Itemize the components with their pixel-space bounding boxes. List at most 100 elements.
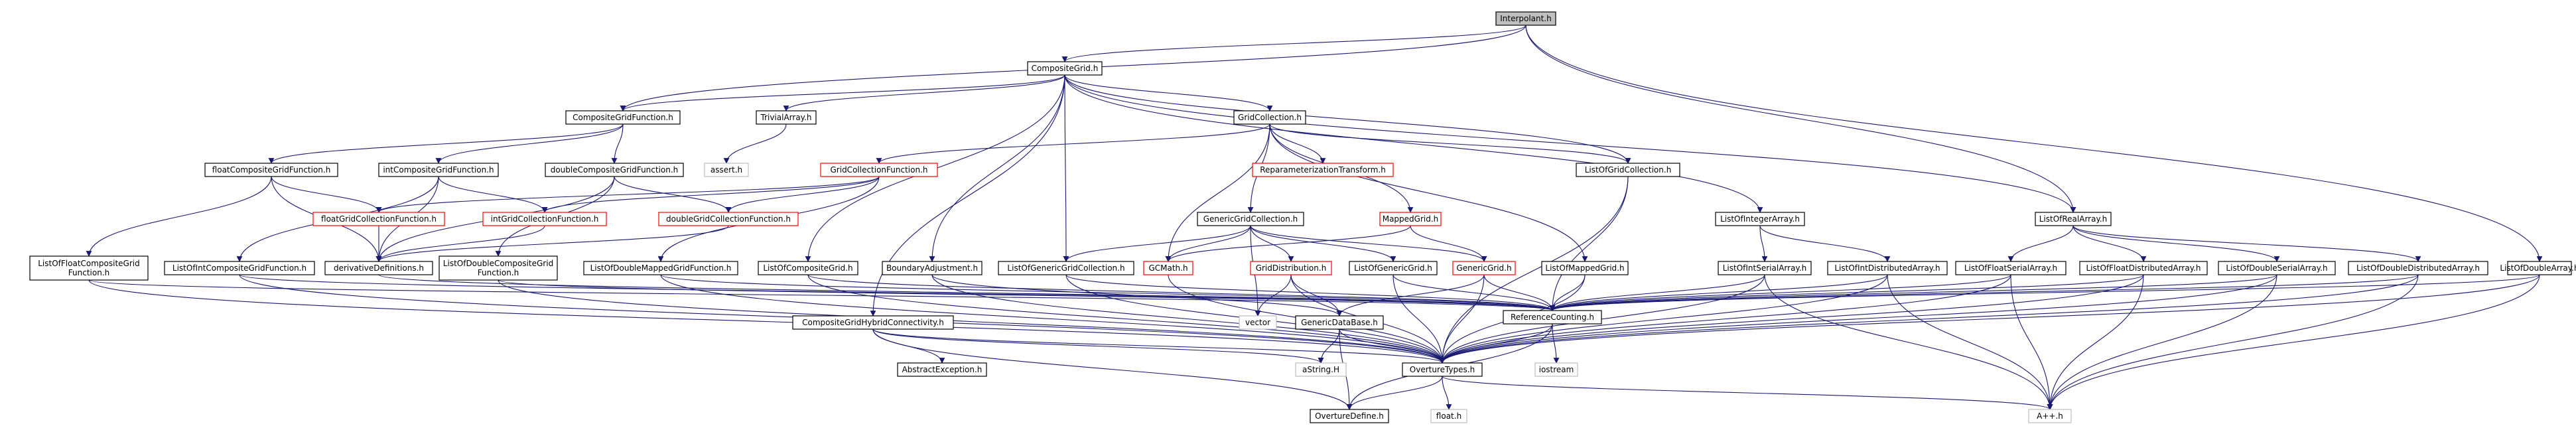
node-box [545, 163, 684, 177]
node-gcmath[interactable]: GCMath.h [1143, 261, 1193, 275]
node-composite-grid-function[interactable]: CompositeGridFunction.h [565, 110, 681, 125]
node-label: GenericGrid.h [1456, 263, 1511, 273]
node-generic-grid-collection[interactable]: GenericGridCollection.h [1197, 212, 1304, 226]
node-label: GenericDataBase.h [1301, 318, 1378, 327]
node-generic-grid[interactable]: GenericGrid.h [1452, 261, 1516, 275]
node-double-composite-grid-function[interactable]: doubleCompositeGridFunction.h [545, 163, 684, 177]
edge-list-of-double-array-to-overture-types [1439, 274, 2540, 364]
node-iostream[interactable]: iostream [1534, 362, 1578, 377]
edge-composite-grid-function-to-int-composite-grid-function [435, 123, 624, 164]
edge-list-of-generic-grid-to-overture-types [1392, 274, 1446, 364]
node-box [756, 110, 817, 125]
node-list-of-float-serial-array[interactable]: ListOfFloatSerialArray.h [1955, 261, 2067, 275]
node-box [897, 362, 987, 377]
node-box [1495, 11, 1556, 26]
node-reparameterization-transform[interactable]: ReparameterizationTransform.h [1252, 163, 1394, 177]
edge-generic-grid-to-reference-counting [1483, 274, 1556, 311]
node-abstract-exception[interactable]: AbstractException.h [897, 362, 987, 377]
node-label: BoundaryAdjustment.h [886, 263, 978, 273]
edge-list-of-float-serial-array-to-overture-types [1439, 274, 2011, 364]
node-int-composite-grid-function[interactable]: intCompositeGridFunction.h [378, 163, 499, 177]
node-overture-types[interactable]: OvertureTypes.h [1402, 362, 1483, 377]
node-list-of-real-array[interactable]: ListOfRealArray.h [2035, 212, 2112, 226]
edge-generic-grid-collection-to-list-of-generic-grid [1250, 225, 1396, 262]
edge-composite-grid-to-composite-grid-hybrid-connectivity [870, 74, 1065, 317]
node-float-grid-collection-function[interactable]: floatGridCollectionFunction.h [312, 212, 445, 226]
node-a-string[interactable]: aString.H [1295, 362, 1347, 377]
node-list-of-float-distributed-array[interactable]: ListOfFloatDistributedArray.h [2079, 261, 2208, 275]
node-double-grid-collection-function[interactable]: doubleGridCollectionFunction.h [658, 212, 799, 226]
node-list-of-generic-grid-collection[interactable]: ListOfGenericGridCollection.h [998, 261, 1134, 275]
edge-list-of-generic-grid-to-reference-counting [1392, 274, 1556, 311]
edge-float-composite-grid-function-to-float-grid-collection-function [271, 176, 382, 213]
node-list-of-double-array[interactable]: ListOfDoubleArray.h [2500, 261, 2576, 275]
node-box [1252, 163, 1394, 177]
node-float-composite-grid-function[interactable]: floatCompositeGridFunction.h [204, 163, 338, 177]
node-box [1718, 261, 1812, 275]
node-assert[interactable]: assert.h [704, 163, 749, 177]
node-label: MappedGrid.h [1383, 214, 1439, 224]
edge-composite-grid-to-composite-grid-function [620, 74, 1065, 111]
node-list-of-double-mapped-grid-function[interactable]: ListOfDoubleMappedGridFunction.h [583, 261, 738, 275]
node-grid-distribution[interactable]: GridDistribution.h [1250, 261, 1332, 275]
node-label: derivativeDefinitions.h [334, 263, 424, 273]
node-derivative-definitions[interactable]: derivativeDefinitions.h [324, 261, 433, 275]
node-mapped-grid[interactable]: MappedGrid.h [1379, 212, 1442, 226]
node-composite-grid-hybrid-connectivity[interactable]: CompositeGridHybridConnectivity.h [792, 315, 954, 330]
file-nodes: Interpolant.hCompositeGrid.hCompositeGri… [29, 11, 2576, 423]
edge-list-of-double-distributed-array-to-overture-types [1439, 274, 2419, 364]
node-list-of-int-serial-array[interactable]: ListOfIntSerialArray.h [1718, 261, 1812, 275]
edge-list-of-grid-collection-to-overture-types [1439, 176, 1629, 364]
node-interpolant[interactable]: Interpolant.h [1495, 11, 1556, 26]
node-grid-collection-function[interactable]: GridCollectionFunction.h [820, 163, 938, 177]
edge-mapped-grid-to-gcmath [1165, 225, 1411, 262]
node-generic-data-base[interactable]: GenericDataBase.h [1295, 315, 1384, 330]
node-reference-counting[interactable]: ReferenceCounting.h [1503, 310, 1602, 324]
node-label: intCompositeGridFunction.h [383, 165, 494, 175]
node-list-of-int-composite-grid-function[interactable]: ListOfIntCompositeGridFunction.h [164, 261, 315, 275]
node-list-of-double-distributed-array[interactable]: ListOfDoubleDistributedArray.h [2348, 261, 2488, 275]
node-label: ListOfGridCollection.h [1585, 165, 1672, 175]
node-list-of-generic-grid[interactable]: ListOfGenericGrid.h [1349, 261, 1438, 275]
edge-list-of-composite-grid-to-reference-counting [807, 274, 1556, 311]
node-label: ListOfFloatCompositeGrid [38, 259, 140, 268]
node-box [324, 261, 433, 275]
edge-int-composite-grid-function-to-int-grid-collection-function [438, 176, 548, 213]
node-label: vector [1245, 318, 1270, 327]
node-list-of-mapped-grid[interactable]: ListOfMappedGrid.h [1541, 261, 1629, 275]
node-label: ListOfFloatSerialArray.h [1964, 263, 2057, 273]
node-list-of-double-serial-array[interactable]: ListOfDoubleSerialArray.h [2218, 261, 2336, 275]
node-grid-collection[interactable]: GridCollection.h [1233, 110, 1306, 125]
node-vector[interactable]: vector [1239, 315, 1277, 330]
node-app[interactable]: A++.h [2028, 409, 2072, 423]
edge-grid-collection-to-reparameterization-transform [1269, 123, 1326, 164]
node-label: ListOfFloatDistributedArray.h [2086, 263, 2201, 273]
edge-double-composite-grid-function-to-double-grid-collection-function [614, 176, 732, 213]
node-composite-grid[interactable]: CompositeGrid.h [1027, 61, 1103, 76]
node-label: ListOfDoubleDistributedArray.h [2356, 263, 2480, 273]
edge-grid-distribution-to-vector [1254, 274, 1292, 317]
node-list-of-grid-collection[interactable]: ListOfGridCollection.h [1576, 163, 1680, 177]
node-box [1295, 315, 1384, 330]
node-float[interactable]: float.h [1430, 409, 1467, 423]
edge-list-of-double-distributed-array-to-app [2047, 274, 2419, 410]
edge-composite-grid-to-list-of-generic-grid-collection [1063, 74, 1069, 262]
node-int-grid-collection-function[interactable]: intGridCollectionFunction.h [482, 212, 607, 226]
node-label: CompositeGridHybridConnectivity.h [802, 318, 944, 327]
edge-list-of-int-serial-array-to-reference-counting [1549, 274, 1765, 311]
edge-generic-grid-collection-to-gcmath [1165, 225, 1251, 262]
node-overture-define[interactable]: OvertureDefine.h [1310, 409, 1389, 423]
node-list-of-int-distributed-array[interactable]: ListOfIntDistributedArray.h [1827, 261, 1948, 275]
node-list-of-composite-grid[interactable]: ListOfCompositeGrid.h [758, 261, 858, 275]
node-list-of-integer-array[interactable]: ListOfIntegerArray.h [1715, 212, 1805, 226]
node-label: float.h [1436, 411, 1461, 421]
node-trivial-array[interactable]: TrivialArray.h [756, 110, 817, 125]
edge-generic-data-base-to-overture-types [1339, 328, 1446, 364]
edge-list-of-int-distributed-array-to-reference-counting [1549, 274, 1888, 311]
edge-grid-collection-function-to-float-grid-collection-function [375, 176, 880, 213]
node-boundary-adjustment[interactable]: BoundaryAdjustment.h [882, 261, 983, 275]
node-label: ListOfMappedGrid.h [1545, 263, 1624, 273]
node-label: ListOfIntSerialArray.h [1723, 263, 1806, 273]
